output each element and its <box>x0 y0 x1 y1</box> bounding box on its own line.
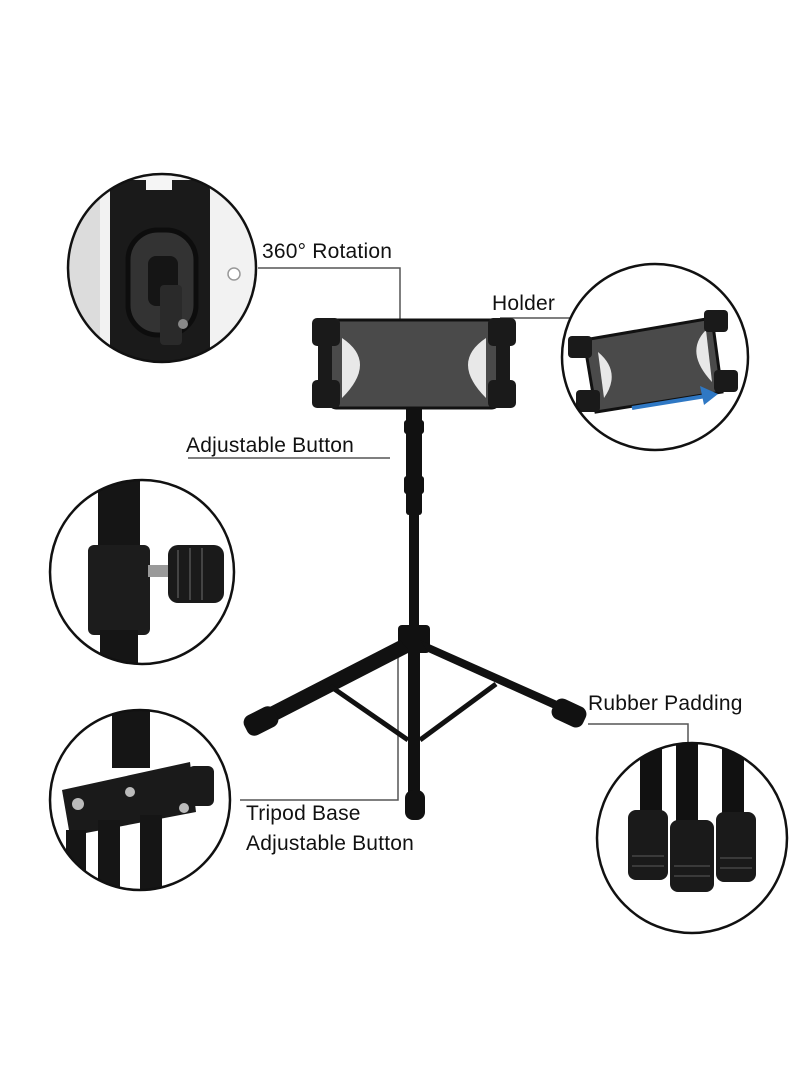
rotation-detail-circle <box>66 172 258 364</box>
tripod-base-detail-circle <box>48 708 232 892</box>
tripod-stand <box>243 405 587 820</box>
rubber-padding-leader <box>588 723 689 745</box>
holder-detail-circle <box>560 262 750 452</box>
holder-label: Holder <box>492 292 556 315</box>
tripod-base-label-line2: Adjustable Button <box>246 832 415 855</box>
rotation-leader <box>258 267 401 320</box>
rubber-padding-detail-circle <box>595 741 789 935</box>
adjustable-button-label: Adjustable Button <box>186 434 355 457</box>
rotation-label: 360° Rotation <box>262 240 393 263</box>
tripod-base-leader <box>240 655 399 801</box>
leader-lines <box>188 267 689 801</box>
tablet-holder <box>312 318 516 410</box>
tripod-base-label-line1: Tripod Base <box>246 802 361 825</box>
adjustable-button-detail-circle <box>48 478 236 666</box>
slide-arrow <box>631 394 707 410</box>
rubber-padding-label: Rubber Padding <box>588 692 743 715</box>
